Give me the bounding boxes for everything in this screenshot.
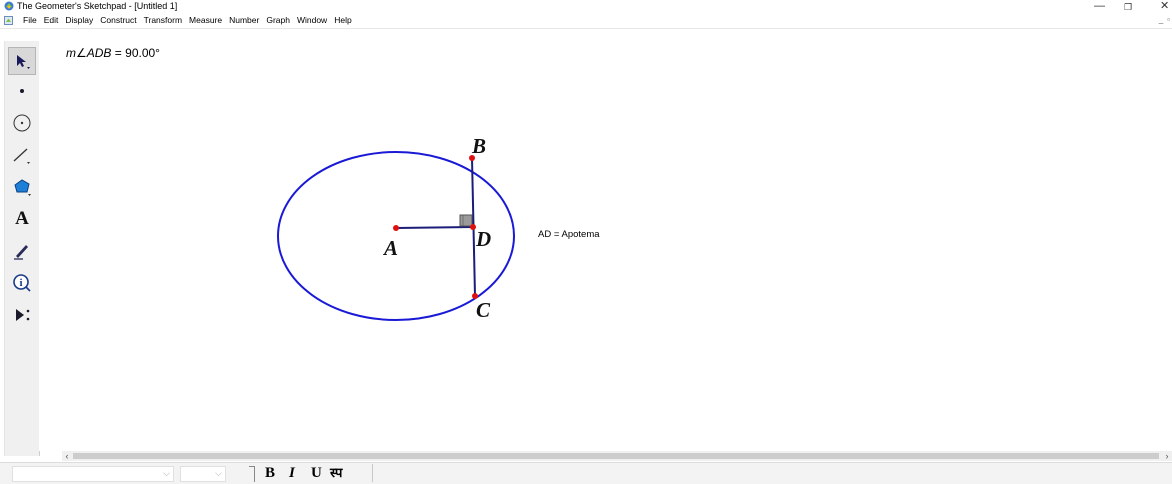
polygon-tool[interactable]	[8, 173, 36, 201]
sketchpad-app-icon	[4, 1, 14, 11]
measurement-prefix: m	[66, 46, 76, 60]
chevron-down-icon: ⌵	[163, 468, 170, 478]
custom-tool[interactable]	[8, 301, 36, 329]
circle[interactable]	[277, 151, 515, 321]
information-tool[interactable]: i	[8, 269, 36, 297]
menu-window[interactable]: Window	[296, 15, 328, 25]
menu-graph[interactable]: Graph	[266, 15, 290, 25]
menu-help[interactable]: Help	[334, 15, 352, 25]
label-a[interactable]: A	[382, 236, 398, 260]
arrow-tool[interactable]	[8, 47, 36, 75]
scroll-right-arrow[interactable]: ›	[1165, 451, 1169, 461]
point-c[interactable]	[472, 293, 478, 299]
point-icon	[20, 89, 24, 93]
right-angle-marker	[459, 214, 473, 227]
scroll-left-arrow[interactable]: ‹	[65, 451, 69, 461]
font-family-select[interactable]: ⌵	[12, 466, 174, 482]
menu-file[interactable]: File	[23, 15, 37, 25]
marker-pen-icon	[14, 245, 28, 260]
scroll-thumb[interactable]	[73, 453, 1159, 459]
angle-name: ADB	[86, 46, 112, 60]
label-b[interactable]: B	[471, 134, 486, 158]
document-icon[interactable]	[4, 16, 13, 25]
svg-text:i: i	[19, 277, 22, 289]
menu-measure[interactable]: Measure	[189, 15, 223, 25]
point-tool[interactable]	[8, 77, 36, 105]
minimize-button[interactable]: —	[1094, 0, 1105, 12]
text-a-icon: A	[15, 208, 29, 229]
measurement-equals: =	[111, 46, 126, 60]
arrow-select-icon	[17, 55, 30, 69]
label-c[interactable]: C	[476, 298, 491, 322]
compass-tool[interactable]	[8, 109, 36, 137]
toolbox: A i	[4, 41, 40, 456]
point-d[interactable]	[470, 224, 476, 230]
angle-measurement[interactable]: m∠ADB = 90.00°	[66, 46, 160, 60]
document-window-controls: _ ▫	[1159, 15, 1170, 24]
apotema-caption[interactable]: AD = Apotema	[538, 229, 600, 240]
point-a[interactable]	[393, 225, 399, 231]
underline-button[interactable]: U	[311, 465, 322, 481]
italic-button[interactable]: I	[289, 465, 295, 481]
angle-symbol: ∠	[76, 46, 87, 60]
sketch-canvas[interactable]	[39, 41, 1172, 451]
label-d[interactable]: D	[475, 227, 491, 251]
menu-construct[interactable]: Construct	[100, 15, 137, 25]
info-icon: i	[13, 274, 31, 292]
point-b[interactable]	[469, 155, 475, 161]
chevron-down-icon: ⌵	[215, 468, 222, 478]
window-title: The Geometer's Sketchpad - [Untitled 1]	[17, 1, 178, 11]
text-format-bar	[0, 462, 1172, 484]
segment-icon	[13, 148, 30, 164]
doc-restore-button[interactable]: ▫	[1167, 15, 1170, 24]
menu-edit[interactable]: Edit	[43, 15, 59, 25]
measurement-value: 90.00°	[125, 46, 160, 60]
title-bar: The Geometer's Sketchpad - [Untitled 1] …	[0, 0, 1172, 14]
menu-bar: File Edit Display Construct Transform Me…	[0, 14, 1172, 29]
straightedge-tool[interactable]	[8, 141, 36, 169]
close-button[interactable]: ✕	[1160, 0, 1170, 12]
menu-number[interactable]: Number	[229, 15, 260, 25]
marker-tool[interactable]	[8, 237, 36, 265]
bold-button[interactable]: B	[265, 465, 276, 481]
compass-circle-icon	[13, 114, 31, 132]
segment-ad[interactable]	[395, 226, 474, 229]
doc-minimize-button[interactable]: _	[1158, 15, 1164, 24]
special-symbols-button[interactable]: स्प	[330, 465, 343, 480]
menu-display[interactable]: Display	[65, 15, 94, 25]
restore-button[interactable]: ❐	[1124, 2, 1133, 12]
text-color-button[interactable]	[233, 466, 255, 482]
menu-transform[interactable]: Transform	[143, 15, 183, 25]
custom-tools-icon	[16, 309, 30, 321]
polygon-icon	[14, 179, 31, 196]
font-size-select[interactable]: ⌵	[180, 466, 226, 482]
toolbar-divider	[372, 464, 373, 482]
text-tool[interactable]: A	[8, 205, 36, 233]
